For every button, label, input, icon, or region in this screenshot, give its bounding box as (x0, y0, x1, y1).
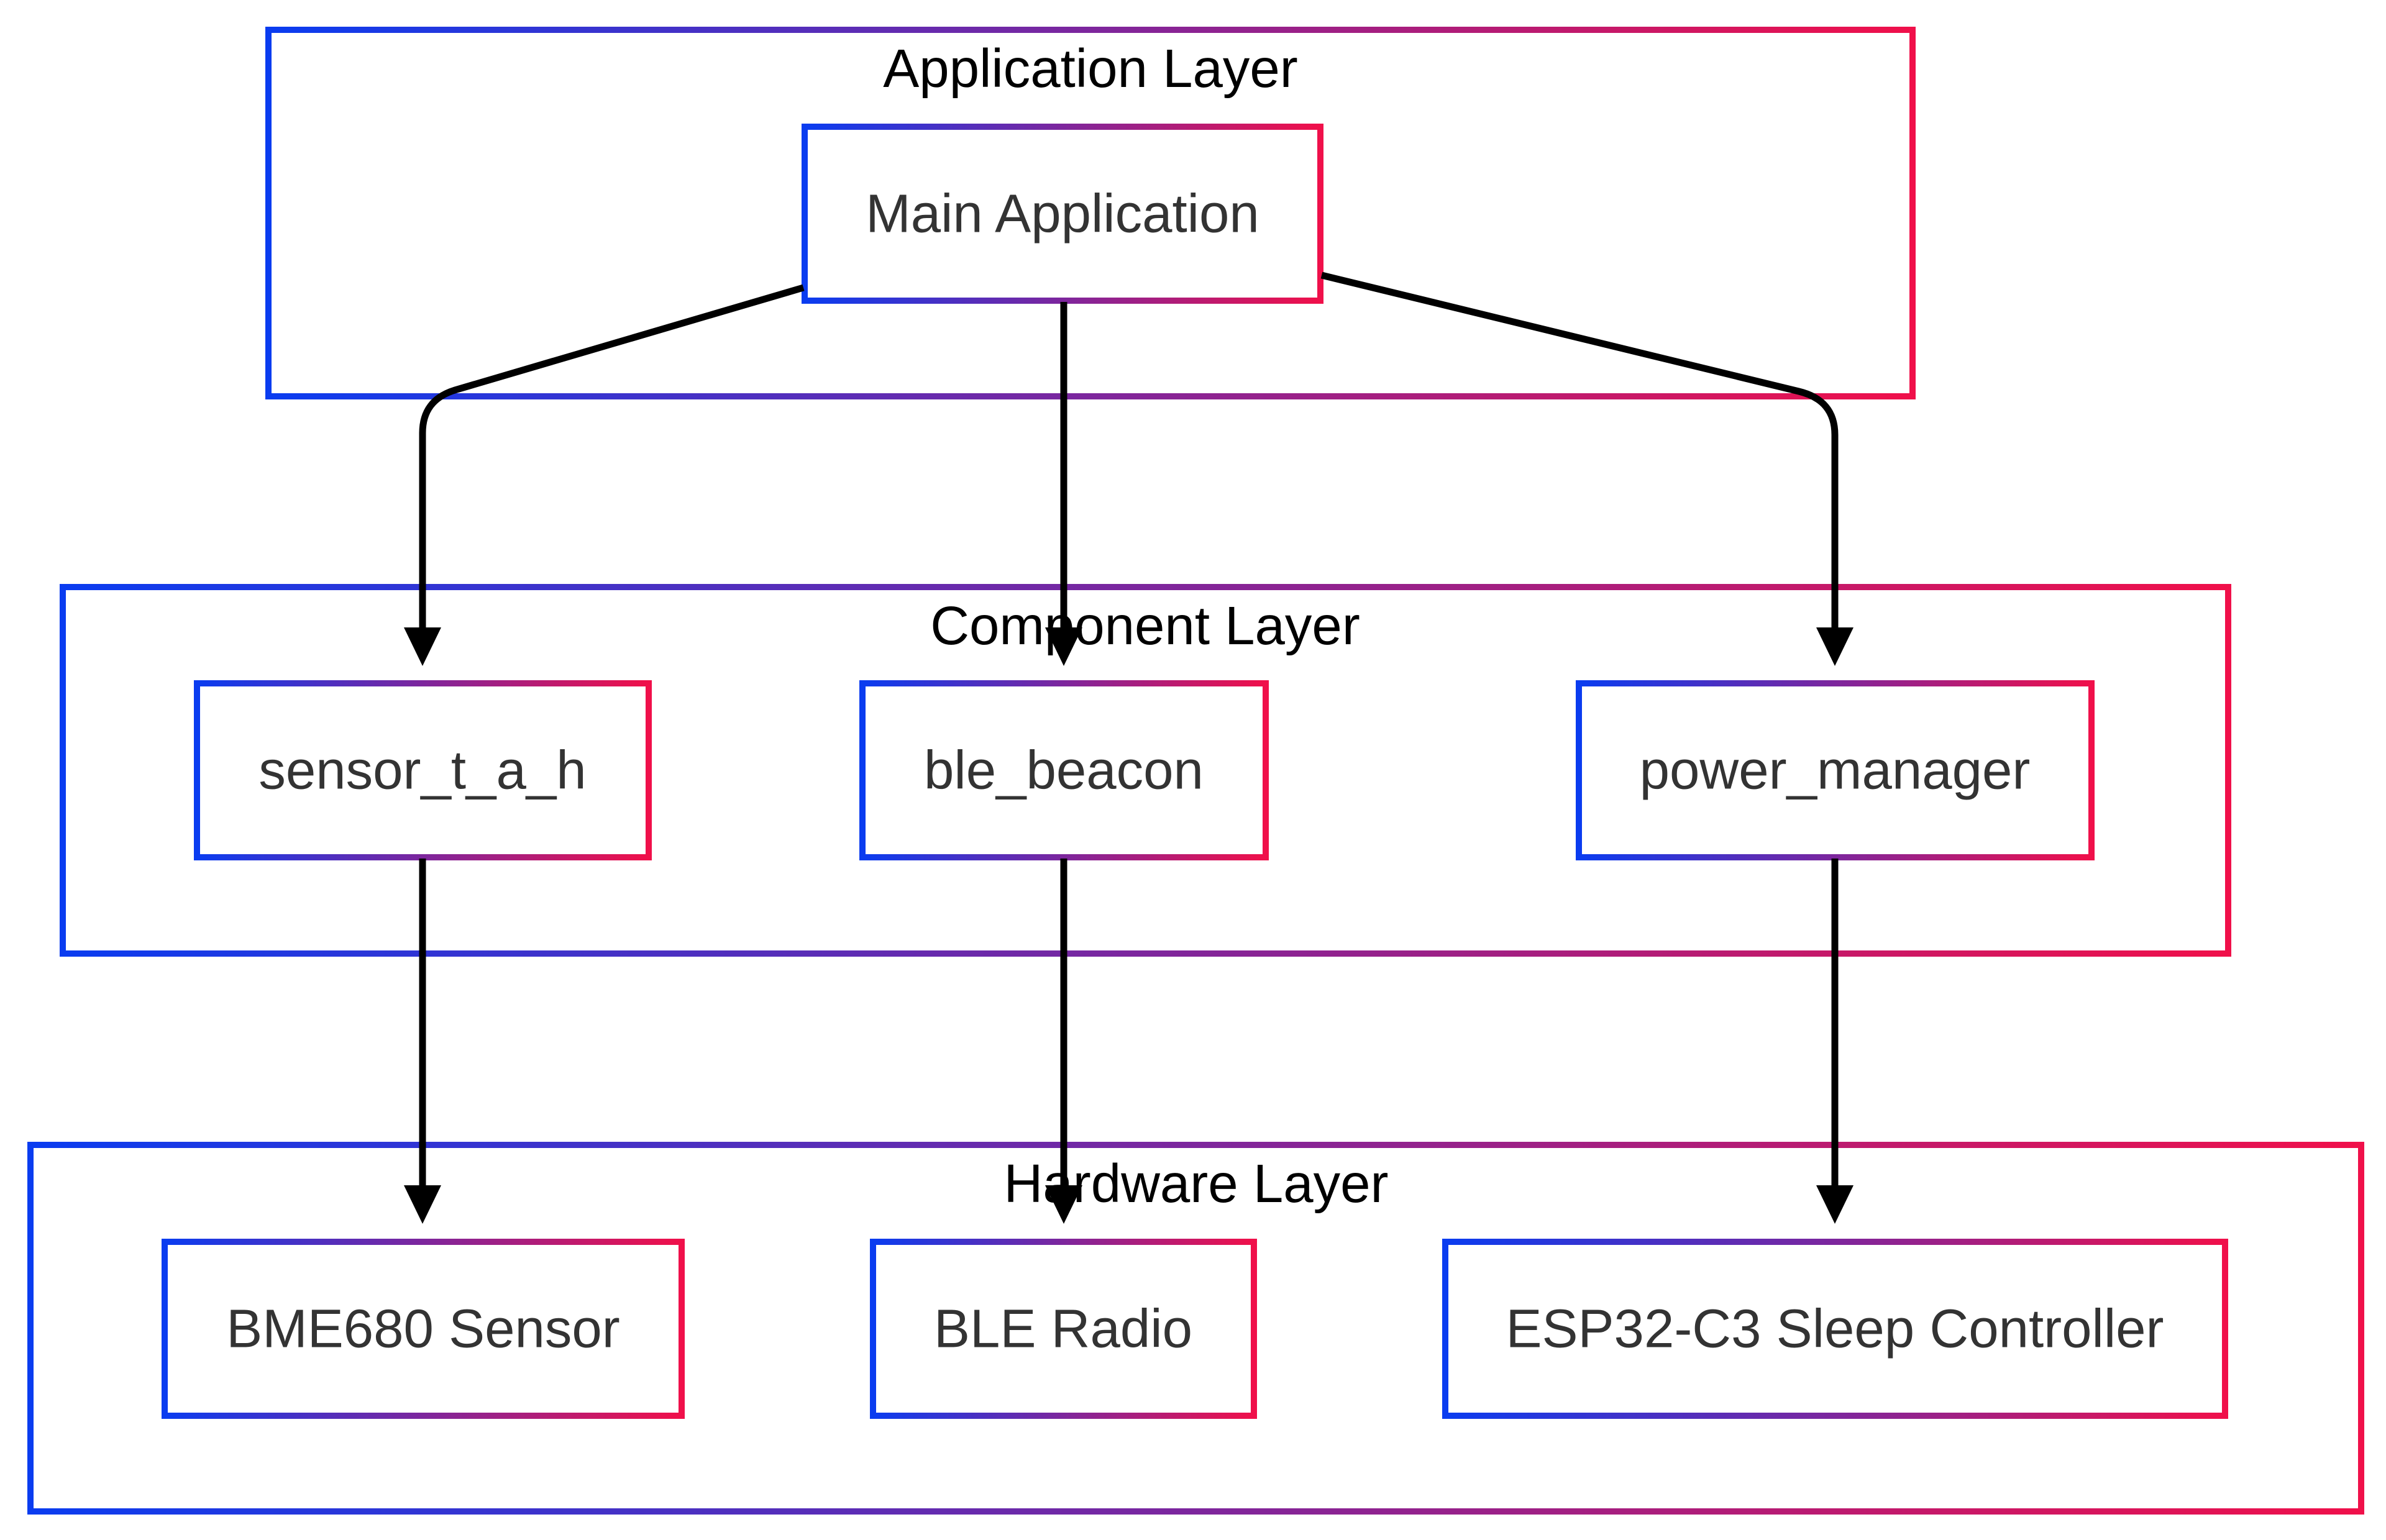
arrow-head-sensor (404, 627, 441, 666)
application-layer-label: Application Layer (883, 39, 1297, 99)
node-sensor-t-a-h-label: sensor_t_a_h (258, 740, 586, 801)
edge-main-to-power-manager (1320, 271, 1839, 627)
node-power-manager-box (1576, 680, 2095, 860)
node-bme680-sensor[interactable]: BME680 Sensor (162, 1239, 685, 1419)
node-ble-radio[interactable]: BLE Radio (870, 1239, 1257, 1419)
node-main-application[interactable]: Main Application (802, 124, 1323, 304)
node-sensor-t-a-h-box (194, 680, 652, 860)
node-esp32-sleep-controller-box (1442, 1239, 2228, 1419)
arrow-head-ble-radio (1045, 1185, 1082, 1224)
component-layer-group: Component Layer (60, 584, 2231, 957)
arrow-head-esp32 (1816, 1185, 1853, 1224)
hardware-layer-box (27, 1142, 2364, 1515)
edges (404, 271, 1853, 1224)
node-ble-radio-label: BLE Radio (934, 1299, 1192, 1359)
component-layer-label: Component Layer (930, 596, 1360, 656)
arrow-head-power-manager (1816, 627, 1853, 666)
hardware-layer-group: Hardware Layer (27, 1142, 2364, 1515)
node-main-application-box (802, 124, 1323, 304)
node-power-manager-label: power_manager (1640, 740, 2031, 801)
arrow-head-bme680 (404, 1185, 441, 1224)
node-ble-beacon[interactable]: ble_beacon (859, 680, 1269, 860)
node-ble-beacon-box (859, 680, 1269, 860)
component-layer-box (60, 584, 2231, 957)
node-bme680-sensor-label: BME680 Sensor (226, 1299, 620, 1359)
node-sensor-t-a-h[interactable]: sensor_t_a_h (194, 680, 652, 860)
node-bme680-sensor-box (162, 1239, 685, 1419)
node-power-manager[interactable]: power_manager (1576, 680, 2095, 860)
node-ble-radio-box (870, 1239, 1257, 1419)
arrow-head-ble-beacon (1045, 627, 1082, 666)
node-esp32-sleep-controller[interactable]: ESP32-C3 Sleep Controller (1442, 1239, 2228, 1419)
edge-main-to-sensor (419, 284, 805, 627)
node-ble-beacon-label: ble_beacon (924, 740, 1204, 801)
node-main-application-label: Main Application (866, 184, 1259, 244)
application-layer-box (265, 27, 1916, 399)
node-esp32-sleep-controller-label: ESP32-C3 Sleep Controller (1506, 1299, 2164, 1359)
application-layer-group: Application Layer (265, 27, 1916, 399)
